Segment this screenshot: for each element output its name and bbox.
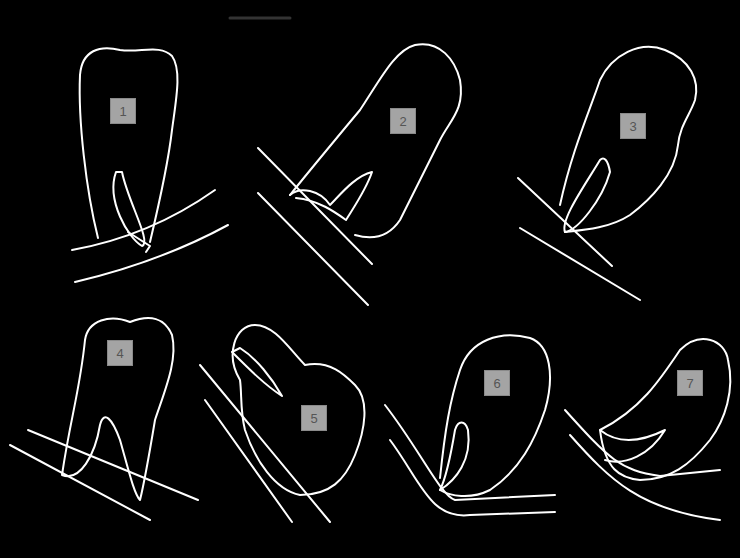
tooth-outline (258, 44, 461, 305)
callout-box: 3 (620, 113, 646, 139)
callout-number: 4 (116, 347, 123, 360)
tooth-outline (565, 339, 730, 520)
callout-box: 2 (390, 108, 416, 134)
tooth-outline (72, 48, 228, 282)
top-mark (230, 17, 290, 20)
tooth-outline (518, 47, 696, 300)
callout-box: 1 (110, 98, 136, 124)
callout-number: 5 (310, 412, 317, 425)
tooth-outline (200, 325, 364, 522)
callout-box: 4 (107, 340, 133, 366)
callout-box: 6 (484, 370, 510, 396)
callout-box: 5 (301, 405, 327, 431)
callout-number: 2 (399, 115, 406, 128)
tooth-outline (385, 335, 555, 515)
callout-box: 7 (677, 370, 703, 396)
callout-number: 6 (493, 377, 500, 390)
tooth-outline (10, 318, 198, 520)
callout-number: 7 (686, 377, 693, 390)
callout-number: 1 (119, 105, 126, 118)
callout-number: 3 (629, 120, 636, 133)
